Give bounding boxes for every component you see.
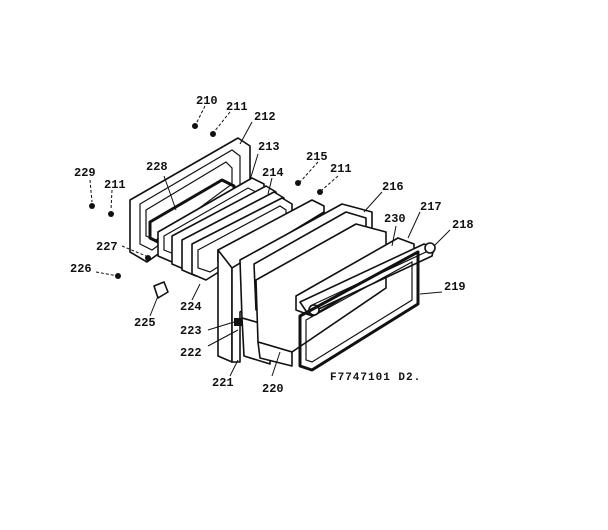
label-225: 225: [134, 316, 156, 330]
label-230: 230: [384, 212, 406, 226]
label-221: 221: [212, 376, 234, 390]
screw-211-icon: [210, 131, 216, 137]
screw-210-icon: [192, 123, 198, 129]
label-212: 212: [254, 110, 276, 124]
label-218: 218: [452, 218, 474, 232]
hinge-slot-icon: [234, 318, 242, 326]
label-211: 211: [330, 162, 352, 176]
label-211: 211: [104, 178, 126, 192]
drawing-code: F7747101 D2.: [330, 372, 421, 384]
screw-229-icon: [89, 203, 95, 209]
leader-lines: [89, 105, 451, 377]
part-219-trim-frame: [298, 250, 420, 372]
screw-215-icon: [295, 180, 301, 186]
label-213: 213: [258, 140, 280, 154]
screws: [89, 123, 323, 279]
screw-211-icon: [317, 189, 323, 195]
part-225-hinge-clip: [153, 281, 169, 299]
screw-227-icon: [145, 255, 151, 261]
part-labels: 210 211 212 213 214 215 211 216 217 230 …: [70, 94, 474, 396]
label-214: 214: [262, 166, 284, 180]
label-210: 210: [196, 94, 218, 108]
screw-211-icon: [108, 211, 114, 217]
label-219: 219: [444, 280, 466, 294]
label-216: 216: [382, 180, 404, 194]
label-217: 217: [420, 200, 442, 214]
label-224: 224: [180, 300, 202, 314]
label-227: 227: [96, 240, 118, 254]
label-222: 222: [180, 346, 202, 360]
label-223: 223: [180, 324, 202, 338]
label-215: 215: [306, 150, 328, 164]
label-220: 220: [262, 382, 284, 396]
label-228: 228: [146, 160, 168, 174]
label-226: 226: [70, 262, 92, 276]
handle-endcap-icon: [424, 242, 436, 254]
label-211: 211: [226, 100, 248, 114]
label-229: 229: [74, 166, 96, 180]
